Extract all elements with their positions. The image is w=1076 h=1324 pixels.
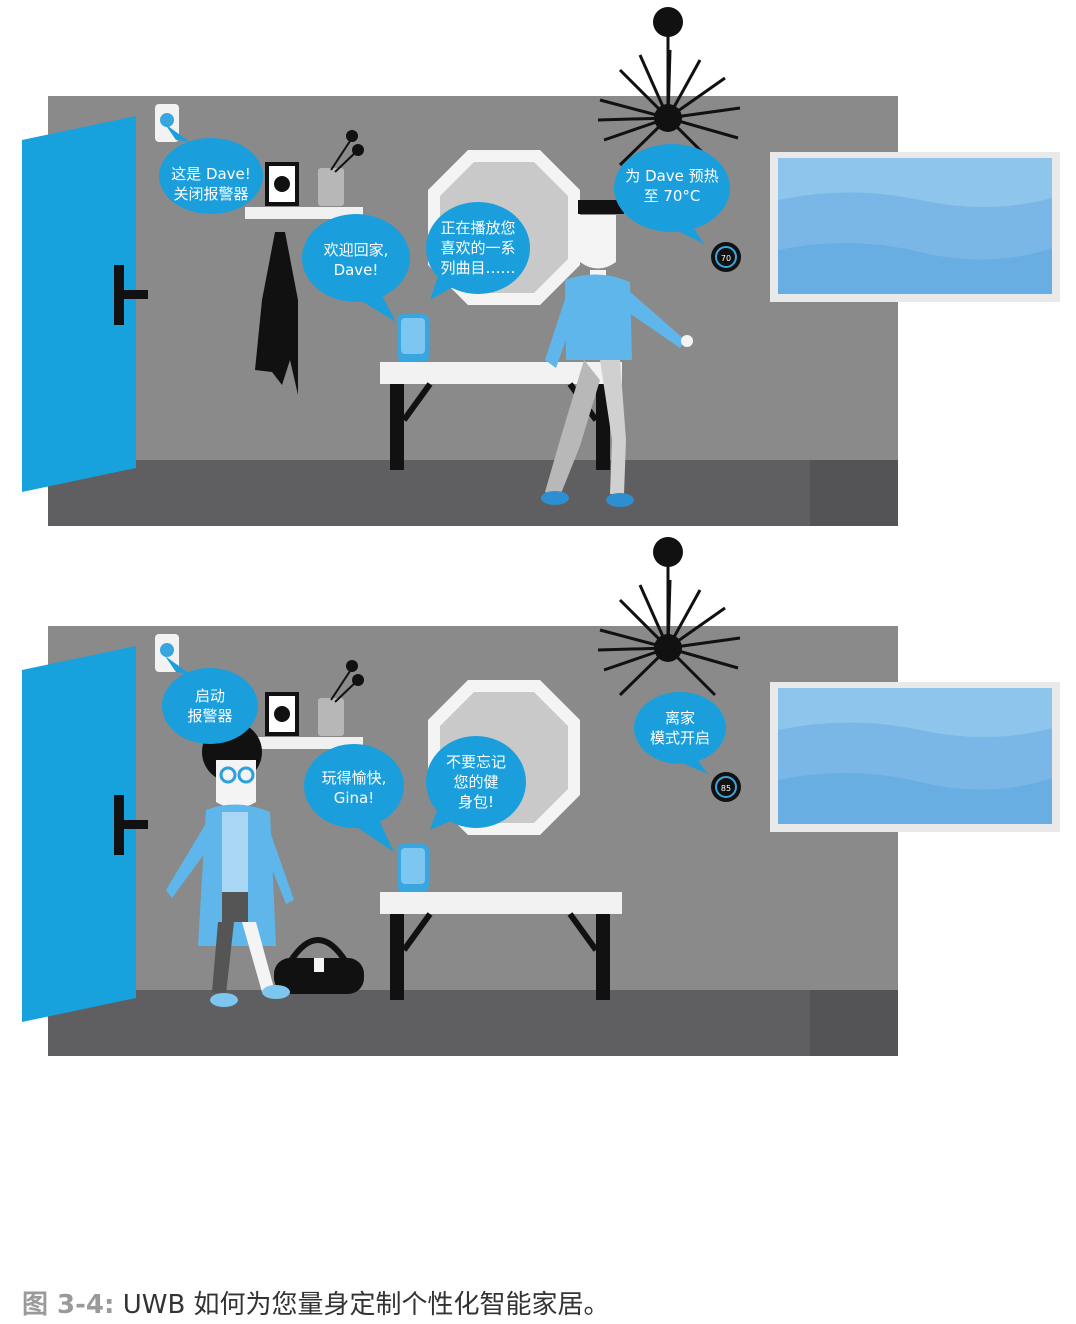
vase bbox=[318, 168, 344, 206]
bubble-welcome: 欢迎回家, Dave! bbox=[323, 241, 389, 279]
bubble-thermostat: 为 Dave 预热 至 70°C bbox=[625, 167, 719, 205]
figure-caption: 图 3-4: UWB 如何为您量身定制个性化智能家居。 bbox=[22, 1284, 610, 1321]
speech-bubbles bbox=[162, 656, 726, 852]
floor bbox=[48, 990, 898, 1056]
bubble-reminder: 不要忘记 您的健 身包! bbox=[445, 753, 506, 811]
console-table bbox=[380, 892, 622, 914]
thermostat-value: 70 bbox=[721, 254, 731, 263]
gym-bag-icon bbox=[274, 937, 364, 994]
bubble-farewell: 玩得愉快, Gina! bbox=[321, 769, 387, 807]
shelf bbox=[245, 737, 363, 749]
bubble-alarm-off: 这是 Dave! 关闭报警器 bbox=[171, 165, 251, 203]
door bbox=[22, 646, 136, 1022]
shelf bbox=[245, 207, 363, 219]
bubble-away-mode: 离家 模式开启 bbox=[649, 709, 710, 747]
chandelier-icon bbox=[597, 7, 741, 167]
floor bbox=[48, 460, 898, 526]
console-table bbox=[380, 362, 622, 384]
hanging-coat bbox=[255, 232, 298, 395]
bubble-alarm-on: 启动 报警器 bbox=[187, 687, 233, 725]
gina-figure bbox=[166, 722, 294, 1007]
scene-dave-illustration: 70 bbox=[22, 7, 1060, 526]
bubble-music: 正在播放您 喜欢的一系 列曲目…… bbox=[440, 219, 516, 277]
caption-text: UWB 如何为您量身定制个性化智能家居。 bbox=[122, 1290, 610, 1320]
thermostat-value: 85 bbox=[721, 784, 731, 793]
chandelier-icon bbox=[597, 537, 741, 697]
door bbox=[22, 116, 136, 492]
scene-gina-leaves: 85 bbox=[0, 530, 1076, 1060]
scene-gina-illustration: 85 bbox=[22, 537, 1060, 1056]
figure-label: 图 3-4: bbox=[22, 1290, 115, 1320]
speech-bubbles bbox=[159, 124, 730, 322]
dave-figure bbox=[541, 200, 693, 507]
vase bbox=[318, 698, 344, 736]
scene-dave-arrives: 70 这是 Dave! 关闭报警器 欢迎回家, Dave! bbox=[0, 0, 1076, 530]
